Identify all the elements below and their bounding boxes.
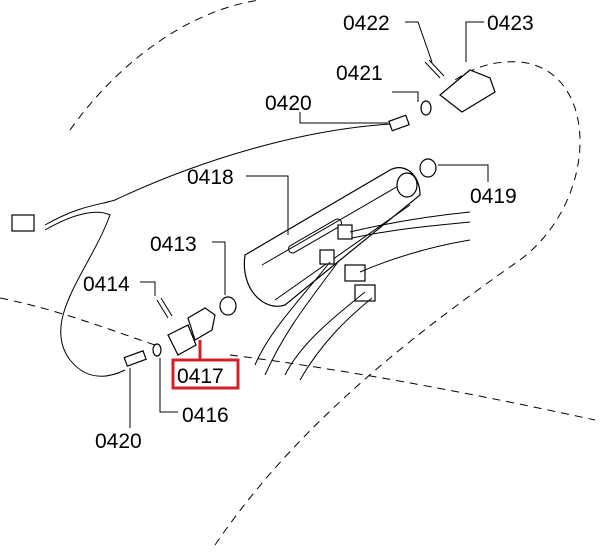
dashed-guide-right bbox=[229, 354, 596, 421]
seal-0419 bbox=[419, 158, 437, 178]
leader-0421 bbox=[392, 91, 419, 102]
leader-0419 bbox=[438, 164, 489, 182]
heater-body-lines bbox=[261, 184, 411, 301]
label-0416: 0416 bbox=[182, 404, 229, 427]
label-0418: 0418 bbox=[187, 166, 234, 189]
fitting-0417 bbox=[187, 307, 216, 341]
nut-0416 bbox=[167, 324, 197, 356]
heater-0418 bbox=[243, 167, 421, 307]
connector-plug bbox=[11, 214, 35, 232]
sensor-0420-bottom bbox=[123, 350, 147, 367]
label-0413: 0413 bbox=[150, 233, 197, 256]
leader-0414 bbox=[140, 281, 156, 296]
label-0420-top: 0420 bbox=[265, 92, 312, 115]
dashed-guide-large bbox=[214, 61, 581, 546]
sensor-0420-top bbox=[388, 114, 410, 132]
heater-outlet bbox=[396, 172, 418, 198]
washer-0421 bbox=[420, 100, 432, 116]
dashed-guide-left bbox=[0, 297, 156, 346]
washer-0413 bbox=[219, 296, 237, 316]
leader-0420-top bbox=[299, 112, 388, 124]
label-0420-bottom: 0420 bbox=[95, 430, 142, 453]
label-0423: 0423 bbox=[487, 12, 534, 35]
thermostats bbox=[254, 211, 471, 381]
washer-0416 bbox=[152, 343, 162, 357]
fitting-0423 bbox=[439, 69, 496, 113]
leader-0418 bbox=[246, 175, 289, 235]
leader-0413 bbox=[212, 241, 226, 295]
wire-harness bbox=[44, 123, 391, 226]
heater-slot bbox=[287, 218, 343, 254]
wire-harness-lower bbox=[44, 211, 126, 377]
leader-0416 bbox=[159, 358, 178, 413]
clip-0414 bbox=[156, 297, 173, 319]
leader-0422 bbox=[405, 21, 433, 63]
label-0417: 0417 bbox=[177, 365, 224, 388]
label-0421: 0421 bbox=[336, 62, 383, 85]
leader-0423 bbox=[465, 21, 484, 62]
highlight-box-0417 bbox=[171, 358, 240, 390]
dashed-guide-top bbox=[69, 0, 261, 131]
label-0419: 0419 bbox=[470, 185, 517, 208]
label-0414: 0414 bbox=[83, 273, 130, 296]
clip-0422 bbox=[424, 59, 445, 79]
label-0422: 0422 bbox=[343, 12, 390, 35]
